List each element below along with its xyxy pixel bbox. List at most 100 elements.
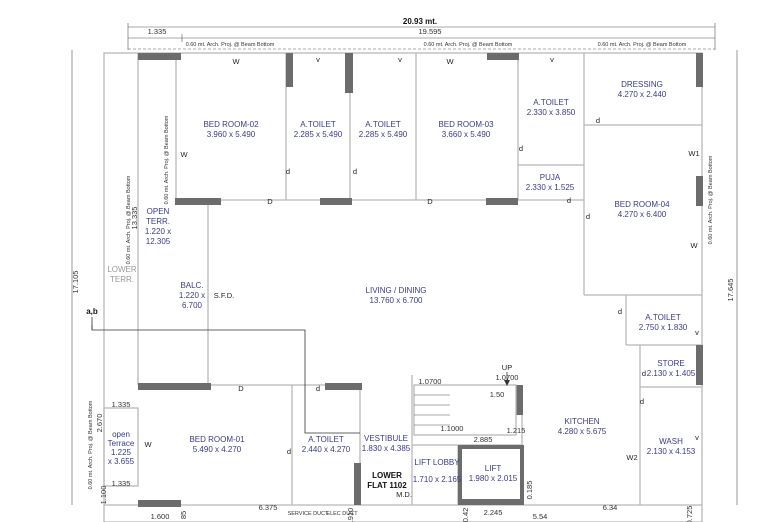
room-name-bedroom-02: BED ROOM-02 bbox=[203, 120, 259, 129]
window-tag: W bbox=[180, 150, 188, 159]
overall-width-label: 20.93 mt. bbox=[403, 17, 437, 26]
room-size-bedroom-02: 3.960 x 5.490 bbox=[207, 130, 256, 139]
open-terr-line-2: TERR. bbox=[146, 217, 170, 226]
bottom-dim-642: 0.42 bbox=[461, 508, 470, 522]
lower-terr-line-1: LOWER bbox=[107, 265, 137, 274]
bottom-dim-85: 85 bbox=[179, 511, 188, 519]
room-name-toilet-3: A.TOILET bbox=[533, 98, 569, 107]
lift-dim-2885: 2.885 bbox=[474, 435, 493, 444]
room-name-kitchen: KITCHEN bbox=[564, 417, 599, 426]
door-tag: D bbox=[238, 384, 244, 393]
right-height-label: 17.645 bbox=[726, 279, 735, 302]
lift-dim-1100: 1.1000 bbox=[441, 424, 464, 433]
door-tag: d bbox=[287, 447, 291, 456]
lower-dimensions: 1.335 1.335 0.60 mt. Arch. Proj. @ Beam … bbox=[88, 400, 694, 522]
beam-note-far-left: 0.60 mt. Arch. Proj. @ Beam Bottom bbox=[126, 175, 132, 264]
terrace-side-dim-2: 1.100 bbox=[99, 486, 108, 505]
lift-dim-0185: 0.185 bbox=[525, 481, 534, 500]
w1-tag: W1 bbox=[688, 149, 699, 158]
door-tag: d bbox=[286, 167, 290, 176]
section-marker: a,b bbox=[86, 307, 98, 316]
lower-flat-line-2: FLAT 1102 bbox=[367, 481, 407, 490]
room-size-toilet-1: 2.285 x 5.490 bbox=[294, 130, 343, 139]
room-size-toilet-4: 2.750 x 1.830 bbox=[639, 323, 688, 332]
terrace-beam-note: 0.60 mt. Arch. Proj. @ Beam Bottom bbox=[88, 400, 94, 489]
door-tag: d bbox=[519, 144, 523, 153]
side-dimensions: 17.105 17.645 0.60 mt. Arch. Proj. @ Bea… bbox=[71, 50, 738, 505]
stair-dim: 1.50 bbox=[490, 390, 505, 399]
open-terr-line-3: 1.220 x bbox=[145, 227, 171, 236]
room-name-living: LIVING / DINING bbox=[366, 286, 427, 295]
room-size-toilet-5: 2.440 x 4.270 bbox=[302, 445, 351, 454]
room-size-toilet-2: 2.285 x 5.490 bbox=[359, 130, 408, 139]
open-terr-line-4: 12.305 bbox=[146, 237, 171, 246]
door-tag: D bbox=[267, 197, 273, 206]
open-terr-line-1: OPEN bbox=[147, 207, 170, 216]
room-name-puja: PUJA bbox=[540, 173, 561, 182]
door-tag: d bbox=[586, 212, 590, 221]
room-size-bedroom-04: 4.270 x 6.400 bbox=[618, 210, 667, 219]
sfd-label: S.F.D. bbox=[214, 291, 234, 300]
vent-tag: v bbox=[550, 55, 554, 64]
open-terrace-line-2: Terrace bbox=[108, 439, 135, 448]
lower-terr-line-2: TERR. bbox=[110, 275, 134, 284]
md-label: M.D. bbox=[396, 490, 412, 499]
open-terrace-line-3: 1.225 bbox=[111, 448, 132, 457]
room-size-bedroom-03: 3.660 x 5.490 bbox=[442, 130, 491, 139]
terrace-top-dim: 1.335 bbox=[112, 400, 131, 409]
vent-tag: v bbox=[398, 55, 402, 64]
door-tag: d bbox=[316, 384, 320, 393]
door-tag: d bbox=[567, 196, 571, 205]
room-name-wash: WASH bbox=[659, 437, 683, 446]
bottom-dim-910: .910 bbox=[346, 508, 355, 522]
room-name-toilet-5: A.TOILET bbox=[308, 435, 344, 444]
room-size-living: 13.760 x 6.700 bbox=[370, 296, 423, 305]
elec-duct-label: ELEC DUCT bbox=[326, 511, 358, 517]
beam-note-right: 0.60 mt. Arch. Proj. @ Beam Bottom bbox=[708, 155, 714, 244]
lift-dim-1215: 1.215 bbox=[507, 426, 526, 435]
vent-tag: v bbox=[695, 328, 699, 337]
service-duct-label: SERVICE DUCT bbox=[288, 511, 329, 517]
room-size-bedroom-01: 5.490 x 4.270 bbox=[193, 445, 242, 454]
staircase: UP 1.50 1.0700 1.0700 bbox=[413, 363, 519, 436]
left-inner-dim: 13.335 bbox=[130, 207, 139, 230]
stair-dim-1070b: 1.0700 bbox=[496, 373, 519, 382]
w2-tag: W2 bbox=[626, 453, 637, 462]
window-tag: W bbox=[144, 440, 152, 449]
door-tag: d bbox=[596, 116, 600, 125]
balc-line-2: 1.220 x bbox=[179, 291, 205, 300]
window-tag: W bbox=[690, 241, 698, 250]
room-name-bedroom-01: BED ROOM-01 bbox=[189, 435, 245, 444]
room-name-dressing: DRESSING bbox=[621, 80, 663, 89]
left-segment-label: 1.335 bbox=[148, 27, 167, 36]
room-size-dressing: 4.270 x 2.440 bbox=[618, 90, 667, 99]
vent-tag: v bbox=[695, 433, 699, 442]
columns bbox=[138, 53, 703, 507]
lower-flat-line-1: LOWER bbox=[372, 471, 402, 480]
room-name-bedroom-03: BED ROOM-03 bbox=[438, 120, 494, 129]
top-dimensions: 20.93 mt. 1.335 19.595 0.60 mt. Arch. Pr… bbox=[127, 17, 716, 50]
misc-labels: OPEN TERR. 1.220 x 12.305 LOWER TERR. BA… bbox=[86, 207, 412, 517]
bottom-dim-634: 6.34 bbox=[603, 503, 618, 512]
bottom-dim-1600: 1.600 bbox=[151, 512, 170, 521]
room-name-bedroom-04: BED ROOM-04 bbox=[614, 200, 670, 209]
window-tag: W bbox=[446, 57, 454, 66]
beam-note-2: 0.60 mt. Arch. Proj. @ Beam Bottom bbox=[424, 42, 513, 48]
room-size-vestibule: 1.830 x 4.385 bbox=[362, 444, 411, 453]
door-tag: D bbox=[427, 197, 433, 206]
room-name-toilet-1: A.TOILET bbox=[300, 120, 336, 129]
balc-line-1: BALC. bbox=[180, 281, 203, 290]
window-tag: W bbox=[232, 57, 240, 66]
room-name-store: STORE bbox=[657, 359, 684, 368]
balc-line-3: 6.700 bbox=[182, 301, 203, 310]
beam-note-left: 0.60 mt. Arch. Proj. @ Beam Bottom bbox=[164, 115, 170, 204]
door-tag: d bbox=[642, 369, 646, 378]
room-size-puja: 2.330 x 1.525 bbox=[526, 183, 575, 192]
terrace-bottom-dim: 1.335 bbox=[112, 479, 131, 488]
room-size-lift: 1.980 x 2.015 bbox=[469, 474, 518, 483]
door-tag: d bbox=[353, 167, 357, 176]
beam-note-1: 0.60 mt. Arch. Proj. @ Beam Bottom bbox=[186, 42, 275, 48]
stair-up-label: UP bbox=[502, 363, 512, 372]
room-size-wash: 2.130 x 4.153 bbox=[647, 447, 696, 456]
